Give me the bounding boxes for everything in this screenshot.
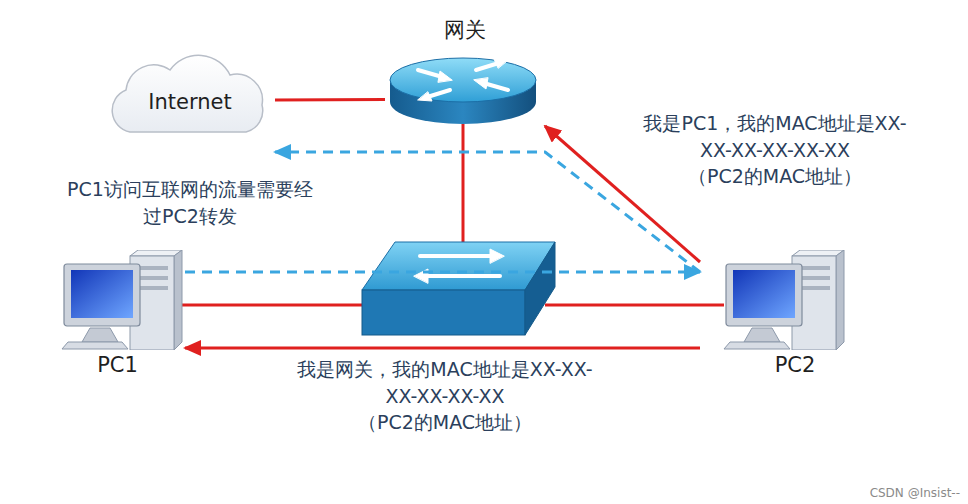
node-label: 网关 (444, 18, 486, 43)
node-label: PC2 (775, 353, 816, 378)
pc1-icon (62, 250, 182, 350)
edge-label: PC1访问互联网的流量需要经 过PC2转发 (20, 176, 360, 229)
node-label: Internet (148, 90, 231, 115)
pc2-icon (724, 250, 844, 350)
pc1-switch-wire (180, 304, 362, 307)
traffic-arrow (185, 271, 700, 274)
edge-label: 我是PC1，我的MAC地址是XX- XX-XX-XX-XX-XX （PC2的MA… (595, 110, 955, 190)
internet-cloud (112, 55, 263, 132)
link-line (275, 98, 385, 101)
switch-icon (362, 242, 555, 335)
router-switch-wire (462, 124, 465, 262)
arp-reply-arrow (545, 126, 700, 262)
traffic-arrow (275, 152, 700, 272)
pc-node: PC2 (700, 245, 890, 380)
gateway-node: 网关 (385, 16, 545, 126)
internet-node: Internet (105, 62, 275, 157)
watermark: CSDN @Insist-- (870, 486, 960, 500)
pc-node: PC1 (50, 245, 185, 380)
edge-label: 我是网关，我的MAC地址是XX-XX- XX-XX-XX-XX （PC2的MAC… (245, 356, 645, 436)
router-icon (390, 58, 536, 124)
arp-reply-arrow (185, 347, 700, 350)
pc2-switch-wire (545, 304, 724, 307)
node-label: PC1 (97, 353, 138, 378)
